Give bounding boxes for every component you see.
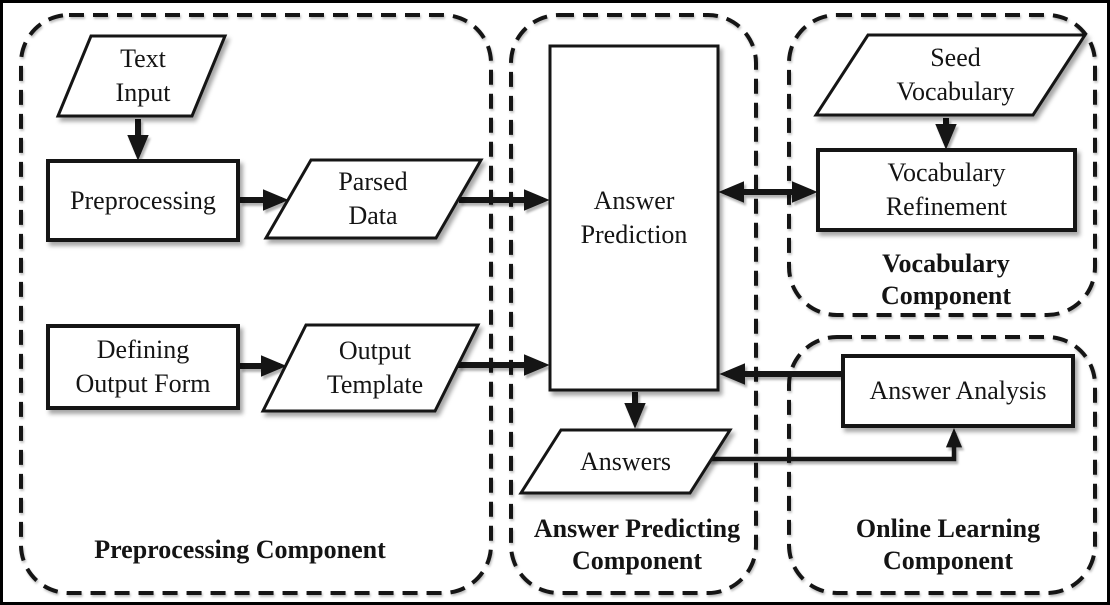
- answers-shape: [518, 428, 733, 495]
- online-learning-component-border: [787, 335, 1097, 595]
- parsed-data-shape: [263, 158, 484, 240]
- vocabulary-component-border: [787, 13, 1097, 317]
- answer-predicting-component-border: [509, 13, 758, 595]
- vocabulary-refinement-shape: [816, 148, 1077, 232]
- seed-vocabulary-shape: [813, 33, 1088, 117]
- answer-analysis-shape: [841, 354, 1075, 428]
- edge-answers-to-answer-analysis: [708, 428, 963, 462]
- output-template-shape: [260, 323, 481, 413]
- diagram-shapes-layer: [19, 13, 1097, 595]
- answer-prediction-shape: [548, 44, 720, 392]
- preprocessing-shape: [46, 159, 240, 242]
- defining-output-form-shape: [46, 324, 240, 410]
- text-input-shape: [55, 34, 228, 118]
